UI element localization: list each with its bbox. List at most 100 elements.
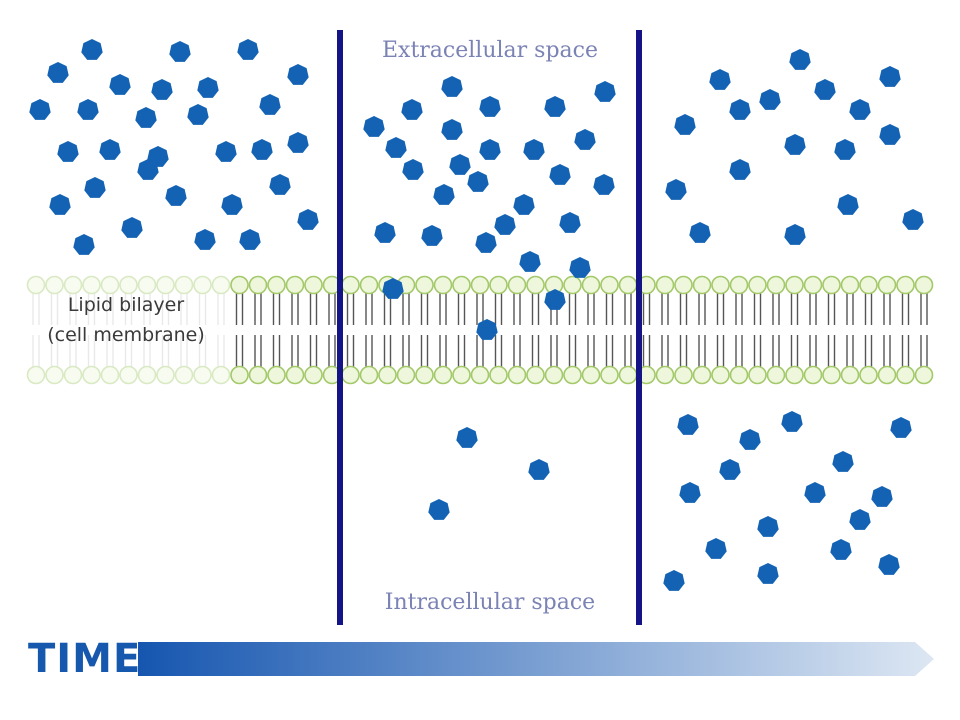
panel-divider-left — [337, 30, 343, 625]
phospholipid-pair — [785, 275, 804, 385]
solute-molecule — [834, 139, 856, 160]
phospholipid-pair — [359, 275, 379, 385]
phospholipid-pair — [433, 275, 453, 385]
phospholipid-pair — [914, 275, 934, 385]
phospholipid-pair — [748, 275, 767, 385]
solute-molecule — [374, 222, 396, 243]
phospholipid-pair — [600, 275, 619, 385]
solute-molecule — [814, 79, 836, 100]
phospholipid-pair — [119, 275, 138, 385]
phospholipid-pair — [692, 275, 712, 385]
time-arrow — [138, 642, 934, 676]
solute-molecule — [479, 139, 501, 160]
solute-molecule — [84, 177, 106, 198]
solute-molecule — [197, 77, 219, 98]
solute-molecule — [475, 232, 497, 253]
solute-molecule — [237, 39, 259, 60]
phospholipid-pair — [63, 275, 83, 385]
phospholipid-pair — [45, 275, 64, 385]
solute-molecule — [137, 159, 159, 180]
solute-molecule — [679, 482, 701, 503]
solute-molecule — [757, 516, 779, 537]
solute-molecule — [878, 554, 900, 575]
phospholipid-pair — [655, 275, 675, 385]
extracellular-space-label: Extracellular space — [381, 38, 598, 63]
phospholipid-pair — [452, 275, 471, 385]
phospholipid-pair — [193, 275, 212, 385]
solute-molecule — [187, 104, 209, 125]
phospholipid-pair — [470, 275, 490, 385]
solute-molecule — [523, 139, 545, 160]
phospholipid-pair — [304, 275, 323, 385]
solute-molecule — [259, 94, 281, 115]
phospholipid-pair — [674, 275, 693, 385]
solute-molecule — [902, 209, 924, 230]
solute-molecule — [221, 194, 243, 215]
solute-molecule — [441, 119, 463, 140]
solute-molecule — [49, 194, 71, 215]
solute-molecule — [81, 39, 103, 60]
phospholipid-pair — [803, 275, 823, 385]
solute-molecule — [456, 427, 478, 448]
solute-molecule — [871, 486, 893, 507]
phospholipid-pair — [211, 275, 231, 385]
phospholipid-pair — [544, 275, 564, 385]
solute-molecule — [449, 154, 471, 175]
phospholipid-pair — [137, 275, 157, 385]
solute-molecule — [689, 222, 711, 243]
phospholipid-pair — [285, 275, 305, 385]
solute-molecule — [428, 499, 450, 520]
solute-molecule — [544, 289, 566, 310]
solute-molecule — [165, 185, 187, 206]
solute-molecule — [121, 217, 143, 238]
solute-molecule — [251, 139, 273, 160]
panel-divider-right — [636, 30, 642, 625]
solute-molecule — [832, 451, 854, 472]
solute-molecule — [674, 114, 696, 135]
solute-molecule — [135, 107, 157, 128]
solute-molecule — [594, 81, 616, 102]
phospholipid-pair — [859, 275, 878, 385]
solute-molecule — [151, 79, 173, 100]
solute-molecule — [479, 96, 501, 117]
solute-molecule — [109, 74, 131, 95]
solute-molecule — [476, 319, 498, 340]
solute-molecule — [287, 64, 309, 85]
phospholipid-pair — [267, 275, 286, 385]
solute-molecule — [849, 99, 871, 120]
solute-molecule — [421, 225, 443, 246]
phospholipid-pair — [766, 275, 786, 385]
time-label: TIME — [28, 636, 142, 682]
phospholipid-pair — [507, 275, 527, 385]
lipid-bilayer — [26, 275, 934, 385]
solute-molecule — [739, 429, 761, 450]
solute-molecule — [879, 124, 901, 145]
phospholipid-pair — [489, 275, 508, 385]
solute-molecule — [401, 99, 423, 120]
solute-molecule — [57, 141, 79, 162]
panel-dividers — [337, 30, 642, 625]
solute-molecule — [729, 99, 751, 120]
phospholipid-pair — [174, 275, 194, 385]
solute-molecule — [441, 76, 463, 97]
solute-molecule — [269, 174, 291, 195]
solute-molecule — [467, 171, 489, 192]
solute-molecule — [239, 229, 261, 250]
phospholipid-pair — [82, 275, 101, 385]
lipid-bilayer-label-line2: (cell membrane) — [47, 324, 205, 346]
solute-molecule — [549, 164, 571, 185]
solute-molecule — [879, 66, 901, 87]
solute-molecule — [559, 212, 581, 233]
phospholipid-pair — [581, 275, 601, 385]
solute-molecule — [784, 224, 806, 245]
intracellular-space-label: Intracellular space — [384, 590, 596, 615]
solute-molecule — [47, 62, 69, 83]
solute-molecule — [287, 132, 309, 153]
molecules — [29, 39, 924, 591]
phospholipid-pair — [415, 275, 434, 385]
solute-molecule — [402, 159, 424, 180]
solute-molecule — [363, 116, 385, 137]
solute-molecule — [663, 570, 685, 591]
solute-molecule — [513, 194, 535, 215]
phospholipid-pair — [618, 275, 638, 385]
